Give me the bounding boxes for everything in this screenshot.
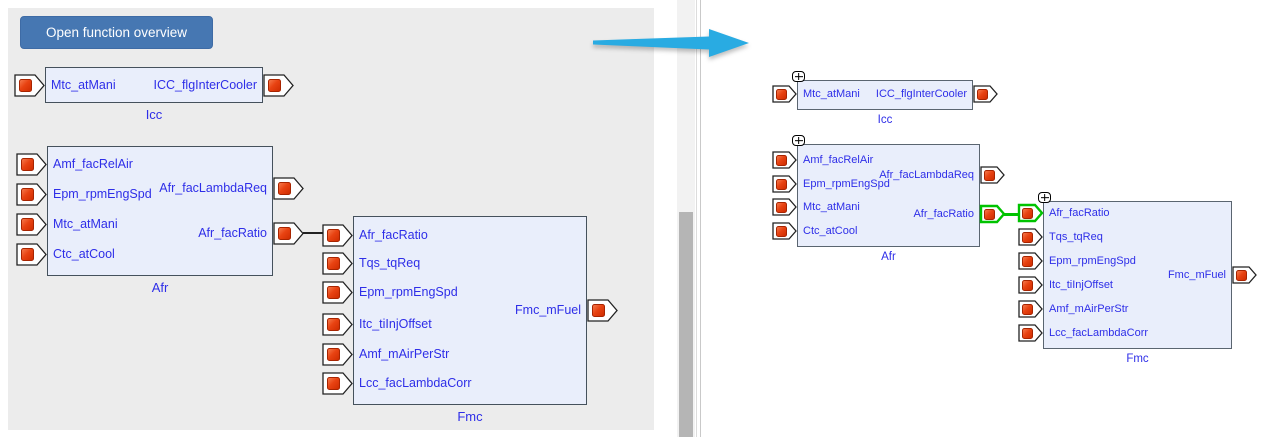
window-divider <box>700 0 701 437</box>
right-panel-block-icc[interactable] <box>797 80 973 110</box>
left-signal-connection-Afr_facRatio-to-Fmc-Afr_facRatio[interactable] <box>303 232 323 234</box>
signal-square-icon <box>776 88 787 100</box>
signal-square-icon <box>21 187 34 201</box>
right-afr-input-port-Epm_rpmEngSpd[interactable] <box>772 175 797 193</box>
signal-square-icon <box>1022 303 1033 315</box>
signal-square-icon <box>327 228 340 242</box>
signal-square-icon <box>1022 255 1033 267</box>
signal-square-icon <box>592 303 605 317</box>
vertical-scrollbar[interactable] <box>677 0 695 437</box>
signal-square-icon <box>1022 327 1033 339</box>
signal-square-icon <box>21 247 34 261</box>
left-panel-block-fmc[interactable] <box>353 216 587 405</box>
left-fmc-input-port-Epm_rpmEngSpd[interactable] <box>322 280 353 304</box>
right-afr-output-port-Afr_facRatio[interactable] <box>979 204 1006 224</box>
left-icc-block-label: Icc <box>145 107 163 122</box>
left-afr-block-label: Afr <box>151 280 169 295</box>
left-icc-output-port-ICC_flgInterCooler[interactable] <box>263 73 294 97</box>
signal-square-icon <box>1022 231 1033 243</box>
right-afr-expand-button[interactable] <box>792 135 805 146</box>
left-fmc-block-label: Fmc <box>457 409 483 424</box>
left-afr-input-port-Epm_rpmEngSpd[interactable] <box>16 182 47 206</box>
left-fmc-output-port-Fmc_mFuel[interactable] <box>587 298 618 322</box>
left-fmc-input-port-Amf_mAirPerStr[interactable] <box>322 342 353 366</box>
signal-square-icon <box>19 78 32 92</box>
left-afr-output-port-Afr_facLambdaReq[interactable] <box>273 176 304 200</box>
signal-square-icon <box>327 376 340 390</box>
signal-square-icon <box>776 201 787 213</box>
window-divider <box>696 0 697 437</box>
left-fmc-input-port-Afr_facRatio[interactable] <box>322 223 353 247</box>
right-fmc-input-port-Afr_facRatio[interactable] <box>1017 203 1044 223</box>
signal-square-icon <box>1022 207 1033 219</box>
right-fmc-input-port-Tqs_tqReq[interactable] <box>1018 228 1043 246</box>
signal-square-icon <box>984 208 995 220</box>
signal-square-icon <box>1236 269 1247 281</box>
left-afr-output-port-Afr_facRatio[interactable] <box>273 221 304 245</box>
signal-square-icon <box>984 169 995 181</box>
right-fmc-input-port-Epm_rpmEngSpd[interactable] <box>1018 252 1043 270</box>
right-icc-block-label: Icc <box>877 114 893 126</box>
signal-square-icon <box>278 226 291 240</box>
right-fmc-input-port-Itc_tiInjOffset[interactable] <box>1018 276 1043 294</box>
signal-square-icon <box>327 285 340 299</box>
signal-square-icon <box>776 178 787 190</box>
left-panel-block-afr[interactable] <box>47 146 273 276</box>
vertical-scrollbar-thumb[interactable] <box>679 212 693 437</box>
left-fmc-input-port-Tqs_tqReq[interactable] <box>322 251 353 275</box>
signal-square-icon <box>327 256 340 270</box>
right-afr-input-port-Amf_facRelAir[interactable] <box>772 151 797 169</box>
right-fmc-input-port-Lcc_facLambdaCorr[interactable] <box>1018 324 1043 342</box>
right-afr-block-label: Afr <box>881 251 896 263</box>
signal-square-icon <box>268 78 281 92</box>
left-fmc-input-port-Itc_tiInjOffset[interactable] <box>322 312 353 336</box>
right-afr-output-port-Afr_facLambdaReq[interactable] <box>980 166 1005 184</box>
right-signal-connection-Afr_facRatio-to-Fmc-Afr_facRatio[interactable] <box>1003 212 1020 216</box>
right-icc-input-port-Mtc_atMani[interactable] <box>772 85 797 103</box>
signal-square-icon <box>977 88 988 100</box>
right-icc-expand-button[interactable] <box>792 71 805 82</box>
right-fmc-expand-button[interactable] <box>1038 192 1051 203</box>
signal-square-icon <box>776 154 787 166</box>
signal-square-icon <box>21 157 34 171</box>
right-fmc-block-label: Fmc <box>1126 353 1149 365</box>
right-afr-input-port-Ctc_atCool[interactable] <box>772 222 797 240</box>
left-icc-input-port-Mtc_atMani[interactable] <box>14 73 45 97</box>
right-icc-output-port-ICC_flgInterCooler[interactable] <box>973 85 998 103</box>
right-fmc-output-port-Fmc_mFuel[interactable] <box>1232 266 1257 284</box>
left-afr-input-port-Ctc_atCool[interactable] <box>16 242 47 266</box>
right-panel-block-fmc[interactable] <box>1043 201 1232 349</box>
signal-square-icon <box>21 217 34 231</box>
plus-icon <box>793 136 804 145</box>
signal-square-icon <box>776 225 787 237</box>
open-function-overview-button[interactable]: Open function overview <box>20 16 213 49</box>
left-afr-input-port-Amf_facRelAir[interactable] <box>16 152 47 176</box>
signal-square-icon <box>1022 279 1033 291</box>
left-fmc-input-port-Lcc_facLambdaCorr[interactable] <box>322 371 353 395</box>
left-afr-input-port-Mtc_atMani[interactable] <box>16 212 47 236</box>
annotation-arrow-icon <box>593 29 749 57</box>
right-panel-block-afr[interactable] <box>797 144 980 247</box>
plus-icon <box>1039 193 1050 202</box>
signal-square-icon <box>327 347 340 361</box>
plus-icon <box>793 72 804 81</box>
right-afr-input-port-Mtc_atMani[interactable] <box>772 198 797 216</box>
right-fmc-input-port-Amf_mAirPerStr[interactable] <box>1018 300 1043 318</box>
signal-square-icon <box>278 181 291 195</box>
signal-square-icon <box>327 317 340 331</box>
left-panel-block-icc[interactable] <box>45 67 263 103</box>
